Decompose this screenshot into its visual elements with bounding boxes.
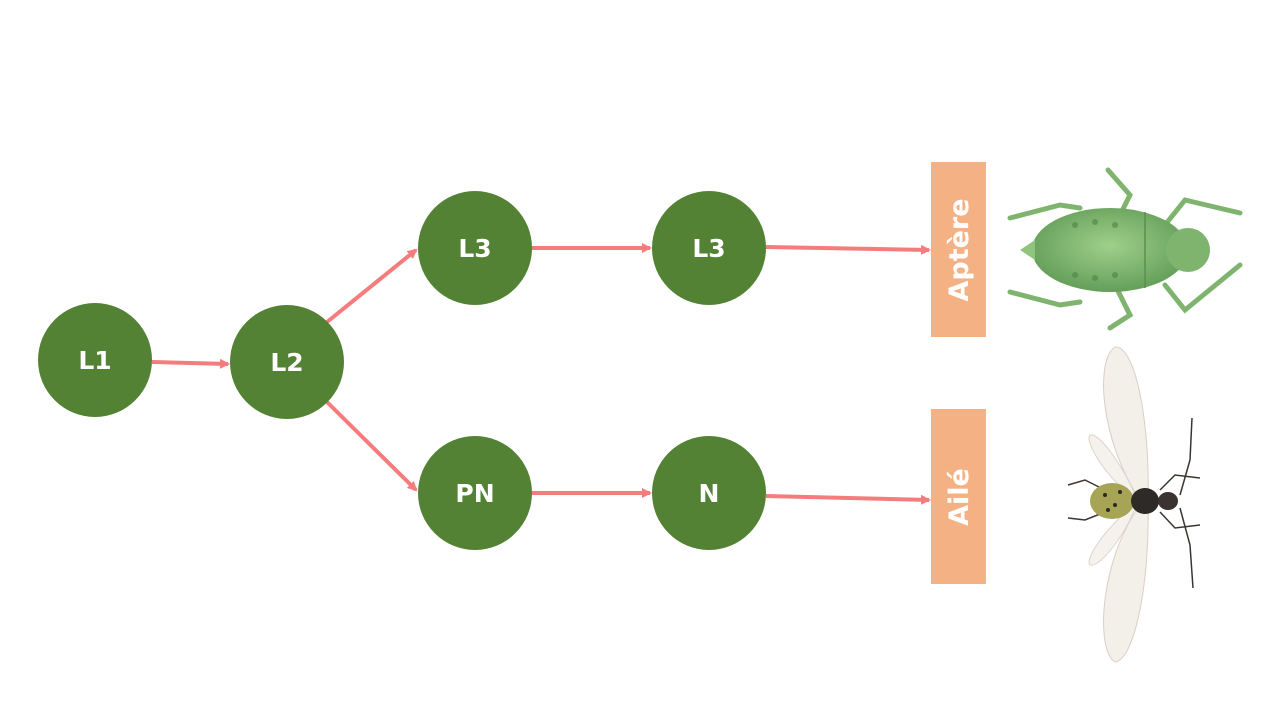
node-l1: L1 bbox=[38, 303, 152, 417]
arrow-l2-l3 bbox=[325, 248, 418, 324]
winged-aphid-image bbox=[1067, 346, 1201, 663]
arrow-l3-aptere bbox=[765, 244, 931, 255]
node-pn: PN bbox=[418, 436, 532, 550]
node-l3-second-label: L3 bbox=[692, 234, 725, 263]
outcome-aptere-label: Aptère bbox=[944, 198, 975, 301]
node-l3-second: L3 bbox=[652, 191, 766, 305]
node-n-label: N bbox=[699, 479, 720, 508]
node-l2-label: L2 bbox=[270, 348, 303, 377]
wingless-aphid-image bbox=[1007, 167, 1243, 331]
node-n: N bbox=[652, 436, 766, 550]
node-l3-first-label: L3 bbox=[458, 234, 491, 263]
node-pn-label: PN bbox=[455, 479, 494, 508]
arrow-l1-l2 bbox=[151, 358, 230, 369]
node-l3-first: L3 bbox=[418, 191, 532, 305]
arrow-l2-pn bbox=[325, 400, 418, 492]
node-l1-label: L1 bbox=[78, 346, 111, 375]
outcome-aile-label: Ailé bbox=[944, 468, 975, 526]
outcome-aile-box: Ailé bbox=[931, 409, 986, 584]
outcome-aptere-box: Aptère bbox=[931, 162, 986, 337]
node-l2: L2 bbox=[230, 305, 344, 419]
arrow-n-aile bbox=[765, 494, 931, 505]
